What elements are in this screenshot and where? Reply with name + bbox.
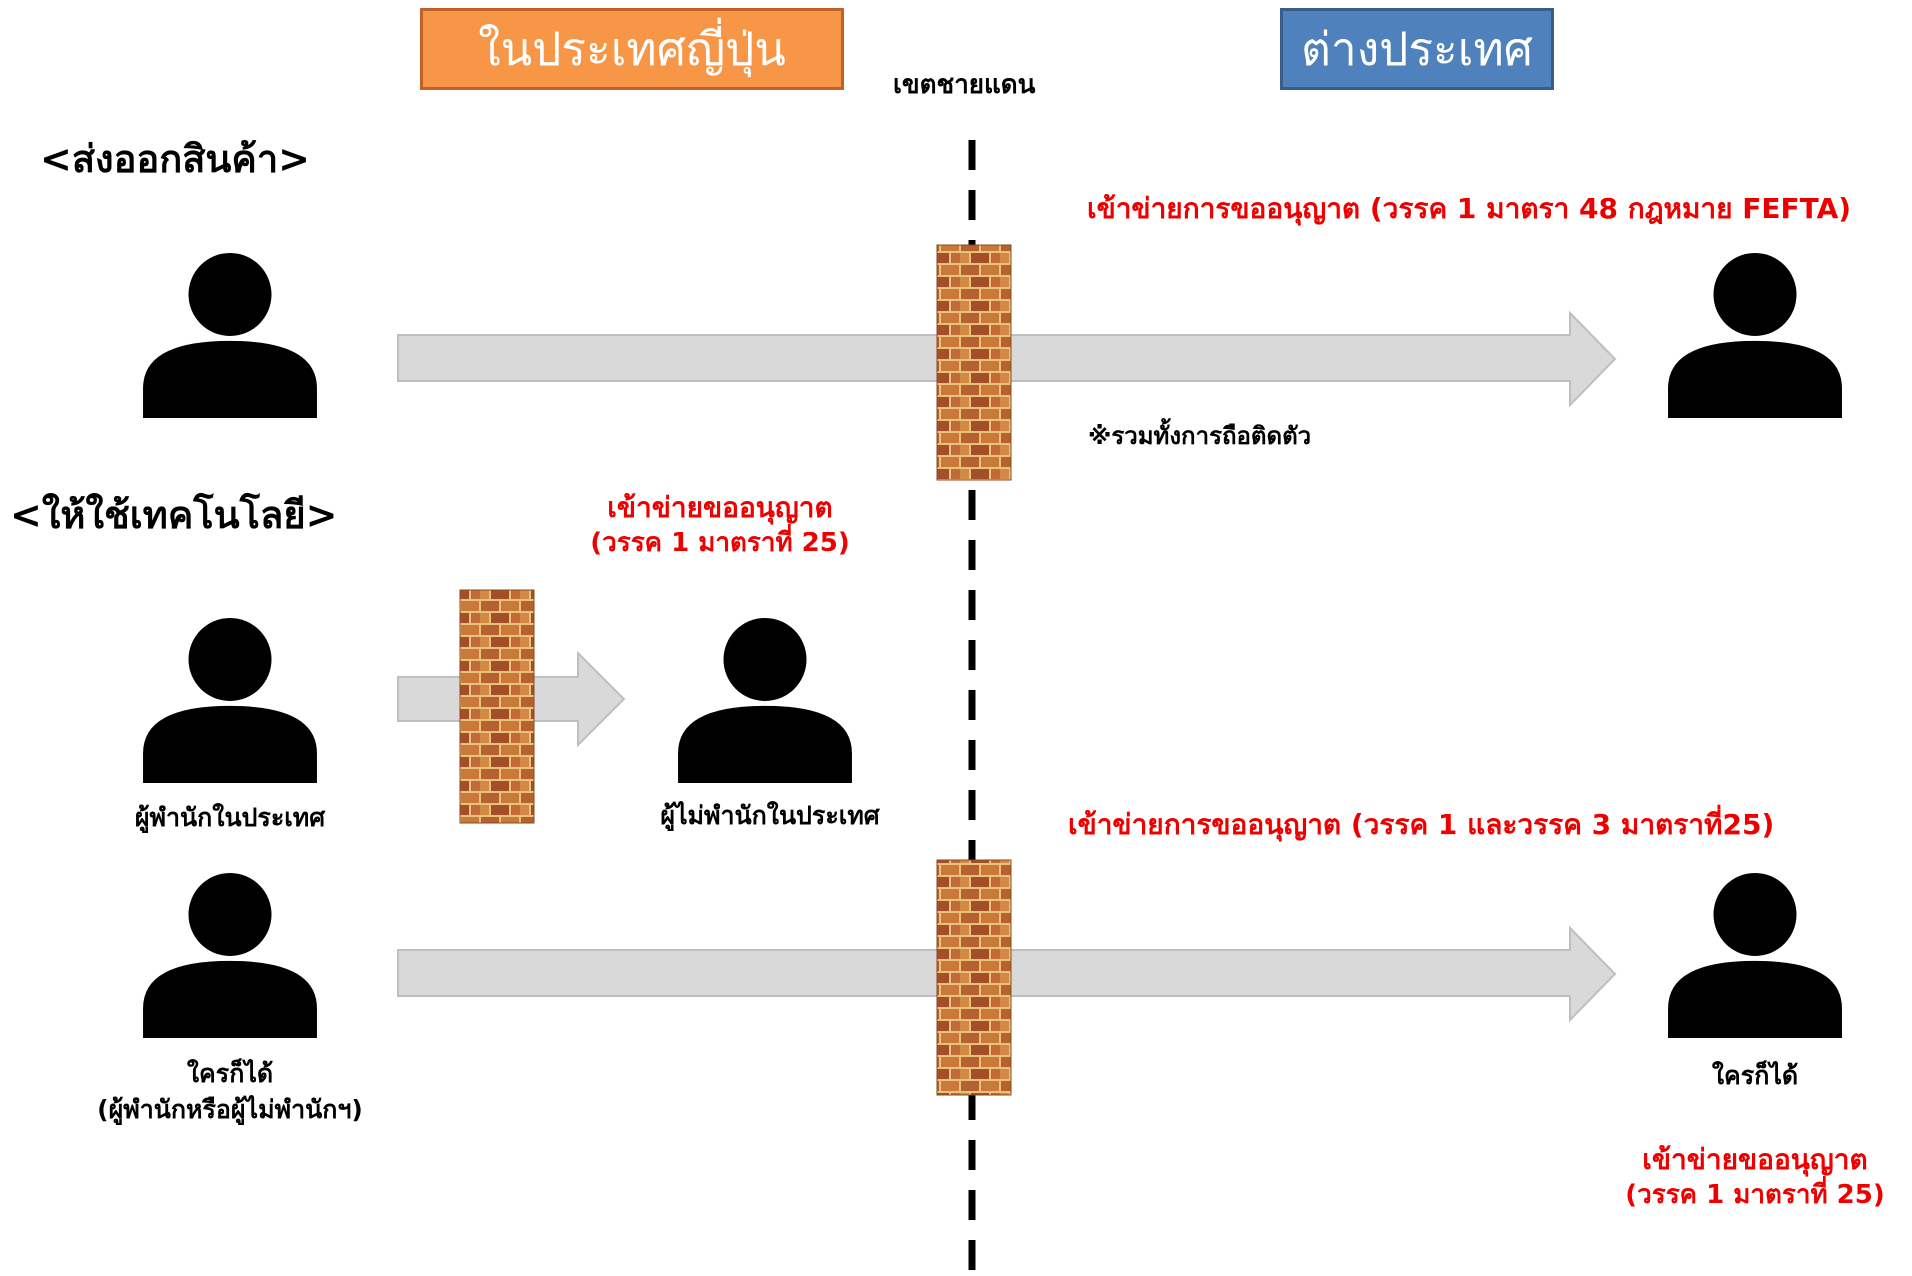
person-icon-exporter	[143, 252, 317, 418]
cross-permit-note: เข้าข่ายการขออนุญาต (วรรค 1 และวรรค 3 มา…	[1068, 808, 1775, 841]
header-foreign: ต่างประเทศ	[1280, 8, 1554, 90]
person-icon-foreign-receiver	[1668, 252, 1842, 418]
person-icon-anyone-right	[1668, 872, 1842, 1038]
person-icon-resident	[143, 617, 317, 783]
section-export: <ส่งออกสินค้า>	[40, 137, 311, 181]
caption-non-resident: ผู้ไม่พำนักในประเทศ	[660, 801, 880, 830]
export-carry-note: ※รวมทั้งการถือติดตัว	[1088, 422, 1312, 450]
header-japan: ในประเทศญี่ปุ่น	[420, 8, 844, 90]
domestic-permit-note-line1: เข้าข่ายขออนุญาต	[607, 491, 833, 524]
person-icon-anyone-left	[143, 872, 317, 1038]
border-label: เขตชายแดน	[893, 70, 1036, 100]
brick-wall-domestic	[459, 589, 535, 824]
caption-anyone-left-line1: ใครก็ได้	[186, 1059, 274, 1088]
receiver-permit-note-line2: (วรรค 1 มาตราที่ 25)	[1625, 1180, 1885, 1210]
caption-resident: ผู้พำนักในประเทศ	[134, 803, 326, 832]
domestic-permit-note-line2: (วรรค 1 มาตราที่ 25)	[590, 528, 850, 558]
brick-wall-export	[936, 244, 1012, 481]
export-permit-note: เข้าข่ายการขออนุญาต (วรรค 1 มาตรา 48 กฎห…	[1087, 192, 1852, 225]
receiver-permit-note-line1: เข้าข่ายขออนุญาต	[1642, 1143, 1868, 1176]
caption-anyone-right: ใครก็ได้	[1711, 1061, 1799, 1090]
person-icon-non-resident	[678, 617, 852, 783]
section-technology: <ให้ใช้เทคโนโลยี>	[10, 493, 338, 537]
brick-wall-cross	[936, 859, 1012, 1096]
caption-anyone-left-line2: (ผู้พำนักหรือผู้ไม่พำนักฯ)	[97, 1095, 363, 1124]
